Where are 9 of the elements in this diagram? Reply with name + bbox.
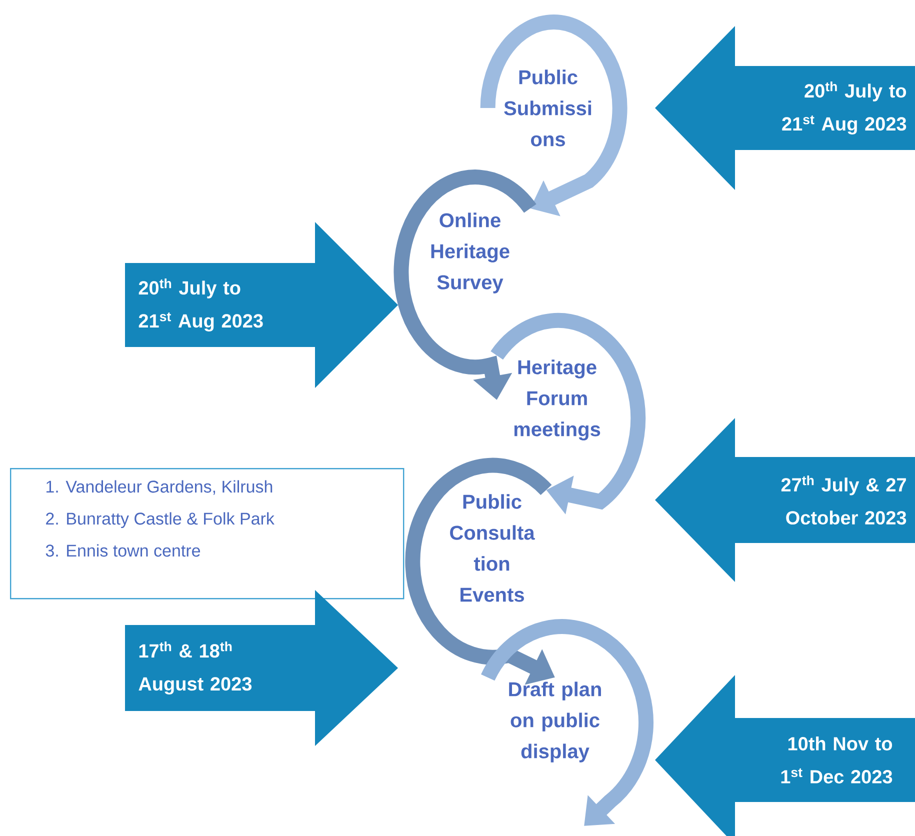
list-box: 1. Vandeleur Gardens, Kilrush 2. Bunratty Castle & Folk Park 3. Ennis town centre (10, 468, 404, 600)
stage-label: Public Submissi ons (504, 70, 592, 146)
stage-label: Draft plan on public display (509, 682, 601, 762)
curved-arrow (480, 14, 628, 216)
curved-arrow (481, 619, 654, 826)
curved-arrow (490, 313, 646, 514)
stage-label: Heritage Forum meetings (514, 360, 600, 440)
stage-label: Online Heritage Survey (431, 212, 510, 294)
stage-label: Public Consulta tion Events (450, 494, 535, 602)
